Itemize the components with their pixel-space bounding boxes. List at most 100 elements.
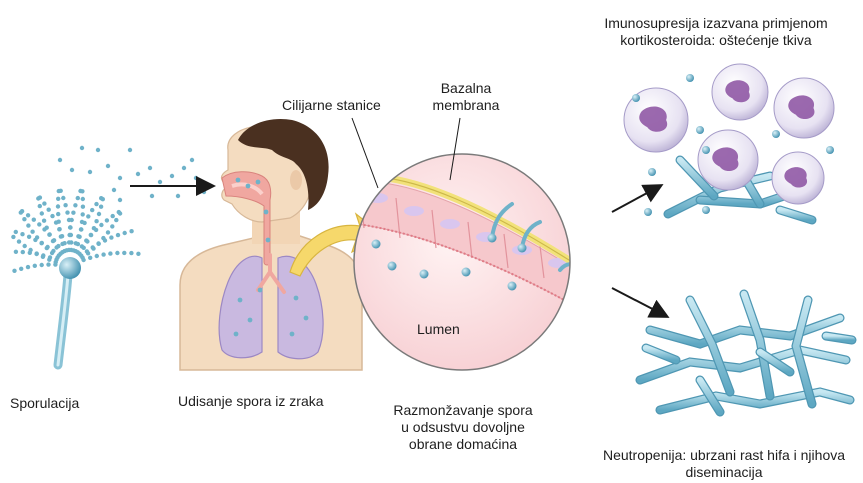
spore — [68, 225, 72, 229]
spore — [99, 205, 103, 209]
spore — [304, 316, 309, 321]
spore — [97, 212, 101, 216]
spore — [82, 246, 86, 250]
spore — [23, 244, 27, 248]
arrow-immunosuppression — [612, 186, 660, 212]
spore — [111, 214, 115, 218]
spore — [76, 196, 80, 200]
spore — [114, 218, 118, 222]
conidiophore — [11, 189, 140, 365]
spore — [118, 176, 122, 180]
label-germination-line3: obrane domaćina — [378, 436, 548, 453]
label-germination: Razmonžavanje spora u odsustvu dovoljne … — [378, 402, 548, 453]
spore — [40, 211, 44, 215]
label-ciliated-cells: Cilijarne stanice — [282, 97, 381, 114]
spore — [95, 254, 99, 258]
spore — [136, 172, 140, 176]
spore — [33, 238, 37, 242]
spore — [58, 158, 62, 162]
spore — [56, 197, 60, 201]
spore — [52, 238, 56, 242]
spore — [51, 249, 55, 253]
spore — [90, 208, 94, 212]
spore — [38, 195, 42, 199]
spore — [190, 158, 194, 162]
label-neutropenia-line1: Neutropenija: ubrzani rast hifa i njihov… — [588, 447, 860, 464]
spore — [106, 230, 110, 234]
spore — [116, 233, 120, 237]
spore — [27, 235, 31, 239]
airway-magnification — [340, 154, 604, 370]
spore — [30, 230, 34, 234]
spore — [194, 176, 198, 180]
spore — [88, 256, 92, 260]
spore — [61, 196, 65, 200]
spore — [42, 219, 46, 223]
spore — [420, 270, 429, 279]
spore — [63, 203, 67, 207]
spore — [518, 244, 527, 253]
label-germination-line1: Razmonžavanje spora — [378, 402, 548, 419]
spore — [236, 178, 241, 183]
spore — [28, 251, 32, 255]
spore — [81, 258, 85, 262]
spore — [47, 208, 51, 212]
spore — [388, 262, 397, 271]
label-inhalation: Udisanje spora iz zraka — [178, 393, 324, 410]
spore — [80, 189, 84, 193]
spore — [462, 268, 471, 277]
spore — [81, 212, 85, 216]
spore — [69, 233, 73, 237]
spore — [702, 206, 710, 214]
spore — [22, 217, 26, 221]
spore — [136, 252, 140, 256]
spore — [118, 211, 122, 215]
label-basal-membrane-line1: Bazalna — [424, 80, 508, 97]
spore — [59, 189, 63, 193]
label-immunosuppression-line1: Imunosupresija izazvana primjenom — [585, 15, 847, 32]
spore — [234, 332, 239, 337]
spore — [108, 251, 112, 255]
spore — [56, 212, 60, 216]
spore — [258, 288, 263, 293]
spore — [294, 296, 299, 301]
spore — [12, 269, 16, 273]
spore — [99, 223, 103, 227]
spore — [118, 198, 122, 202]
spore — [67, 218, 71, 222]
label-neutropenia-line2: diseminacija — [588, 464, 860, 481]
spore — [86, 214, 90, 218]
label-sporulation: Sporulacija — [10, 395, 79, 412]
cell-nucleus — [404, 206, 424, 216]
spore — [686, 74, 694, 82]
spore — [238, 298, 243, 303]
spore — [248, 318, 253, 323]
spore — [42, 201, 46, 205]
spore — [14, 230, 18, 234]
spore — [176, 194, 180, 198]
spore — [21, 250, 25, 254]
arrow-neutropenia — [612, 288, 666, 316]
label-lumen: Lumen — [417, 321, 460, 338]
spore — [60, 234, 64, 238]
hypha — [650, 318, 840, 344]
spore — [112, 188, 116, 192]
spore — [290, 332, 295, 337]
spore — [266, 238, 271, 243]
cell-border — [576, 258, 580, 288]
spore — [81, 205, 85, 209]
spore — [101, 236, 105, 240]
spore — [37, 222, 41, 226]
spore — [101, 252, 105, 256]
spore — [32, 218, 36, 222]
spore — [65, 210, 69, 214]
spore — [202, 190, 206, 194]
label-germination-line2: u odsustvu dovoljne — [378, 419, 548, 436]
spore — [148, 166, 152, 170]
spore — [580, 264, 589, 273]
spore — [33, 264, 37, 268]
spore — [62, 241, 66, 245]
spore — [39, 241, 43, 245]
spore — [85, 239, 89, 243]
spore — [246, 184, 251, 189]
